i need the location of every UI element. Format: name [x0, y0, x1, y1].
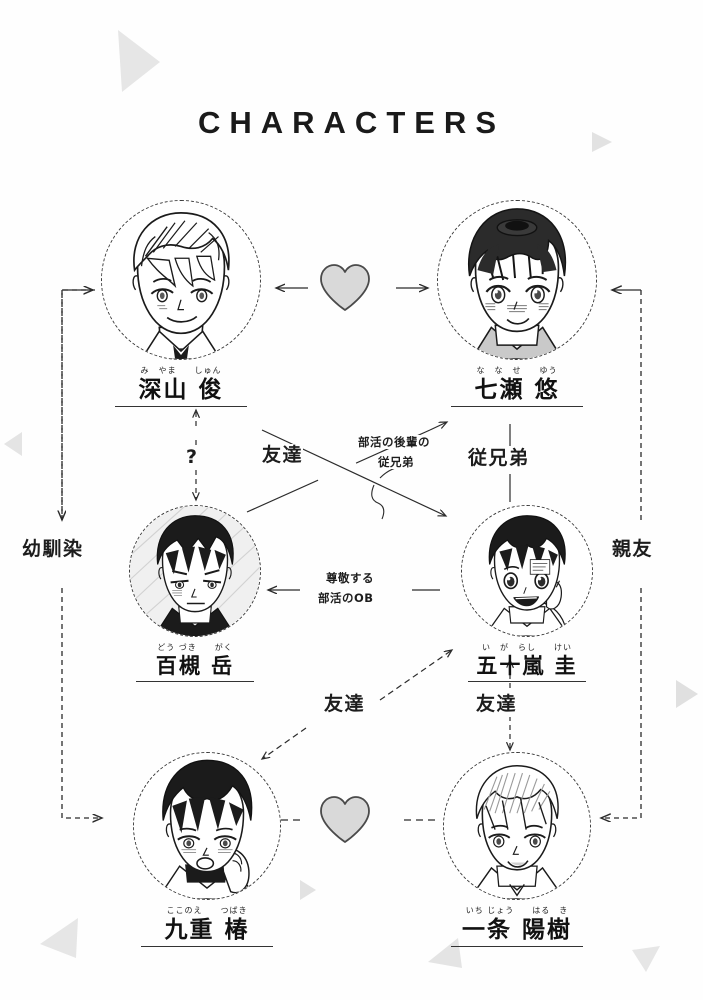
triangle-bottom-right-icon [632, 946, 660, 972]
portrait-kokonoe-tsubaki [133, 752, 281, 900]
character-name-nanase-yuu: 七瀬 悠 [474, 377, 560, 403]
name-block-kokonoe-tsubaki: ここのえ つばき 九重 椿 [122, 906, 292, 948]
character-name-igarashi-kei: 五十嵐 圭 [476, 654, 578, 678]
triangle-left-mid-icon [4, 432, 22, 456]
relation-label-kei-gaku-line2: 部活のOB [318, 591, 374, 606]
character-node-kokonoe-tsubaki[interactable]: ここのえ つばき 九重 椿 [122, 752, 292, 948]
portrait-art-kokonoe-tsubaki [134, 753, 280, 899]
relation-label-tsubaki-kei: 友達 [324, 693, 366, 717]
furigana-ichijou-haruki: いち じょう はる き [465, 906, 569, 915]
portrait-art-igarashi-kei [462, 506, 592, 636]
portrait-ichijou-haruki [443, 752, 591, 900]
relation-label-yuu-kei: 従兄弟 [468, 447, 530, 471]
name-underline [451, 946, 583, 948]
name-block-douzuki-gaku: どう づき がく 百槻 岳 [110, 643, 280, 683]
portrait-miyama-shun [101, 200, 261, 360]
portrait-art-nanase-yuu [438, 201, 596, 359]
character-node-ichijou-haruki[interactable]: いち じょう はる き 一条 陽樹 [432, 752, 602, 948]
triangle-top-left-icon [118, 30, 160, 92]
relation-label-haruki-kei: 友達 [476, 693, 518, 717]
name-block-miyama-shun: み やま しゅん 深山 俊 [96, 366, 266, 408]
furigana-douzuki-gaku: どう づき がく [157, 643, 233, 652]
character-name-ichijou-haruki: 一条 陽樹 [461, 917, 572, 943]
furigana-nanase-yuu: な な せ ゆう [476, 366, 558, 375]
relation-label-osananajimi: 幼馴染 [22, 538, 84, 562]
relation-label-kei-gaku-line1: 尊敬する [326, 571, 374, 586]
name-block-ichijou-haruki: いち じょう はる き 一条 陽樹 [432, 906, 602, 948]
portrait-igarashi-kei [461, 505, 593, 637]
character-name-kokonoe-tsubaki: 九重 椿 [164, 917, 250, 943]
name-block-igarashi-kei: い が らし けい 五十嵐 圭 [442, 643, 612, 683]
character-name-miyama-shun: 深山 俊 [138, 377, 224, 403]
heart-icon-shun-yuu [320, 264, 370, 311]
name-block-nanase-yuu: な な せ ゆう 七瀬 悠 [432, 366, 602, 408]
name-underline [136, 681, 254, 683]
name-underline [141, 946, 273, 948]
heart-icon-tsubaki-haruki [320, 796, 370, 843]
furigana-miyama-shun: み やま しゅん [140, 366, 222, 375]
wire-tsubaki-kei [262, 650, 452, 759]
character-node-igarashi-kei[interactable]: い が らし けい 五十嵐 圭 [442, 505, 612, 683]
page-title: CHARACTERS [198, 105, 505, 140]
relation-label-shun-kei-line1: 部活の後輩の [358, 435, 430, 450]
character-node-miyama-shun[interactable]: み やま しゅん 深山 俊 [96, 200, 266, 408]
name-underline [451, 406, 583, 408]
triangle-bottom-center-icon [300, 880, 316, 900]
character-node-nanase-yuu[interactable]: な な せ ゆう 七瀬 悠 [432, 200, 602, 408]
name-underline [468, 681, 586, 683]
character-name-douzuki-gaku: 百槻 岳 [155, 654, 235, 678]
portrait-art-miyama-shun [102, 201, 260, 359]
triangle-top-right-icon [592, 132, 612, 152]
wire-shinyuu [601, 290, 642, 818]
portrait-art-douzuki-gaku [130, 506, 260, 636]
furigana-igarashi-kei: い が らし けい [482, 643, 572, 652]
squiggle-connector-icon [371, 484, 385, 520]
furigana-kokonoe-tsubaki: ここのえ つばき [166, 906, 248, 915]
relation-label-shun-gaku: ? [186, 446, 198, 470]
relation-label-shun-kei-line2: 従兄弟 [378, 455, 414, 470]
portrait-art-ichijou-haruki [444, 753, 590, 899]
portrait-douzuki-gaku [129, 505, 261, 637]
relation-label-shinyuu: 親友 [612, 538, 654, 562]
triangle-right-mid-icon [676, 680, 698, 708]
character-node-douzuki-gaku[interactable]: どう づき がく 百槻 岳 [110, 505, 280, 683]
name-underline [115, 406, 247, 408]
triangle-bottom-left-icon [40, 918, 78, 958]
triangle-bottom-mid-icon [428, 938, 462, 968]
relation-label-gaku-yuu: 友達 [262, 444, 304, 468]
portrait-nanase-yuu [437, 200, 597, 360]
